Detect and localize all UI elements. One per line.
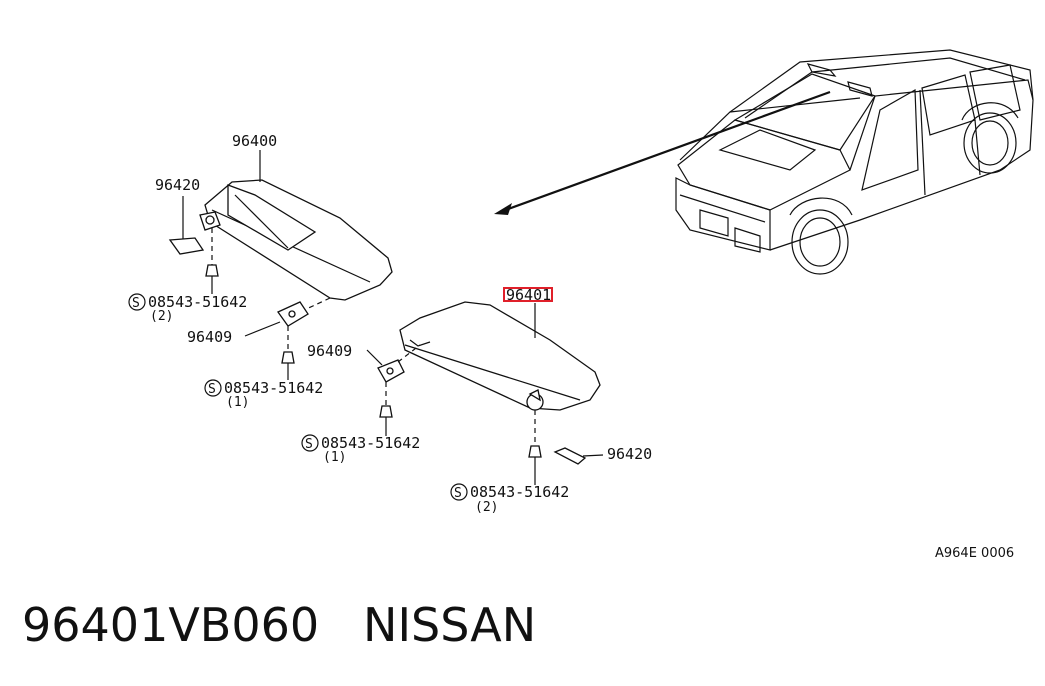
screw-3-part bbox=[379, 405, 393, 418]
dash-bracket-lower bbox=[397, 344, 421, 363]
label-screw-4-qty: (2) bbox=[475, 500, 498, 515]
label-screw-2: 08543-51642 bbox=[224, 379, 323, 397]
part-number: 96401VB060 bbox=[22, 598, 320, 652]
location-arrow bbox=[494, 90, 831, 215]
screw-symbol-icon bbox=[128, 293, 146, 311]
holder-right-part bbox=[553, 447, 587, 465]
holder-left-part bbox=[168, 237, 205, 255]
label-screw-3: 08543-51642 bbox=[321, 434, 420, 452]
screw-4-part bbox=[528, 445, 542, 458]
label-sunvisor-right: 96401 bbox=[506, 286, 551, 304]
label-screw-1-qty: (2) bbox=[150, 309, 173, 324]
label-screw-2-qty: (1) bbox=[226, 395, 249, 410]
label-screw-3-qty: (1) bbox=[323, 450, 346, 465]
screw-symbol-icon bbox=[204, 379, 222, 397]
screw-symbol-icon bbox=[301, 434, 319, 452]
label-screw-4: 08543-51642 bbox=[470, 483, 569, 501]
label-sunvisor-left: 96400 bbox=[232, 132, 277, 150]
label-screw-1: 08543-51642 bbox=[148, 293, 247, 311]
sunvisor-right bbox=[399, 301, 601, 411]
screw-symbol-icon bbox=[450, 483, 468, 501]
leader-96409-upper bbox=[244, 321, 281, 337]
screw-symbol-3: S bbox=[305, 437, 313, 452]
page-title: 96401VB060 NISSAN bbox=[22, 598, 536, 652]
screw-2-part bbox=[281, 351, 295, 364]
screw-symbol-1: S bbox=[132, 296, 140, 311]
label-bracket-lower: 96409 bbox=[307, 342, 352, 360]
brand-name: NISSAN bbox=[363, 598, 537, 652]
figure-code: A964E 0006 bbox=[935, 546, 1014, 561]
bracket-upper-hole bbox=[288, 310, 296, 318]
label-holder-left: 96420 bbox=[155, 176, 200, 194]
screw-symbol-2: S bbox=[208, 382, 216, 397]
label-bracket-upper: 96409 bbox=[187, 328, 232, 346]
screw-symbol-4: S bbox=[454, 486, 462, 501]
highlight-box bbox=[503, 287, 553, 302]
label-holder-right: 96420 bbox=[607, 445, 652, 463]
leader-96409-lower bbox=[366, 349, 383, 366]
bracket-lower-hole bbox=[386, 367, 394, 375]
leader-96420-right bbox=[582, 454, 604, 457]
sunvisor-left bbox=[199, 179, 393, 301]
vehicle-illustration bbox=[675, 49, 1034, 275]
screw-1-part bbox=[205, 264, 219, 277]
